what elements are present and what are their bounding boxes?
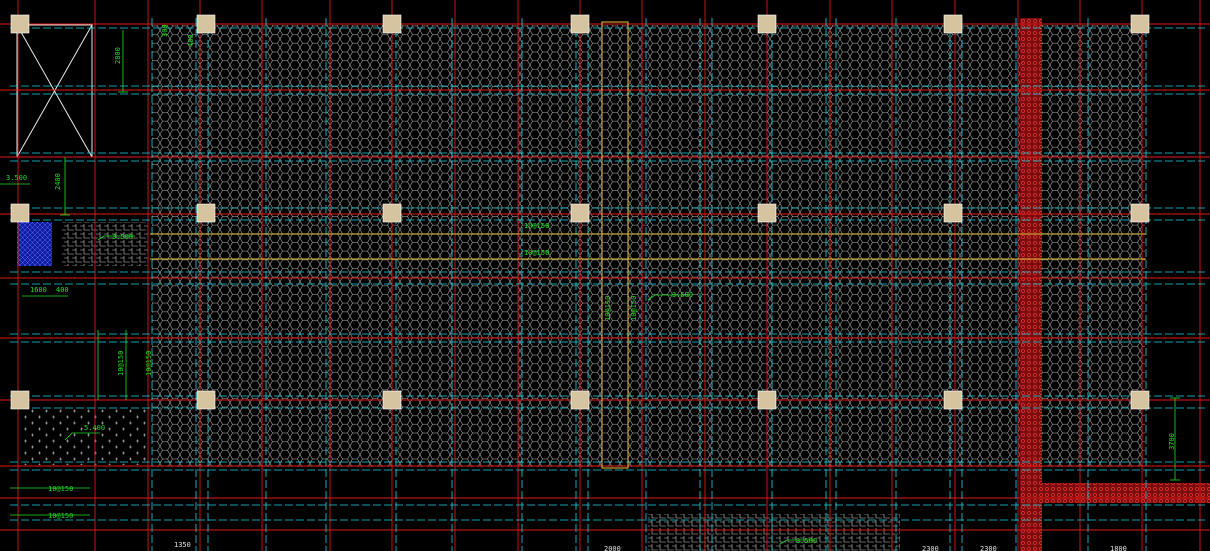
- label-elev-center: 3.500: [672, 291, 693, 299]
- label-dim-3700: 3700: [1168, 433, 1176, 450]
- label-rebar-center-1: 10@150: [524, 222, 549, 230]
- label-rebar-center-v2: 10@150: [630, 296, 638, 321]
- structural-column: [943, 390, 963, 410]
- label-rebar-center-v1: 10@150: [604, 296, 612, 321]
- label-dim-2300a: 2300: [922, 545, 939, 551]
- label-rebar-h1: 10@150: [48, 485, 73, 493]
- label-rebar-vert-2: 10@150: [145, 351, 153, 376]
- structural-column: [570, 390, 590, 410]
- brick-wall-horizontal: [1042, 483, 1210, 503]
- structural-column: [196, 390, 216, 410]
- label-dim-2400: 2400: [54, 173, 62, 190]
- label-elev-lower-left: 5.400: [84, 424, 105, 432]
- label-rebar-h2: 10@150: [48, 512, 73, 520]
- label-rebar-center-2: 10@150: [524, 249, 549, 257]
- structural-column: [382, 390, 402, 410]
- structural-column: [757, 390, 777, 410]
- annotation-labels: 2800 400 300 2400 3.500 3.500 1600 400 1…: [6, 24, 1176, 545]
- dimension-lines: [0, 30, 1180, 545]
- label-dim-2800: 2800: [114, 47, 122, 64]
- elevator-shaft: [16, 24, 93, 158]
- structural-column: [943, 203, 963, 223]
- structural-column: [570, 14, 590, 34]
- structural-column: [570, 203, 590, 223]
- structural-column: [1130, 14, 1150, 34]
- label-dim-400-top: 400: [187, 34, 195, 47]
- label-dim-300-top: 300: [161, 24, 169, 37]
- structural-column: [1130, 390, 1150, 410]
- label-dim-1600: 1600: [30, 286, 47, 294]
- main-slab-hatch: [152, 25, 1145, 467]
- label-dim-2000: 2000: [604, 545, 621, 551]
- structural-column: [382, 203, 402, 223]
- rebar-bands: [150, 21, 1146, 469]
- left-blue-panel: [17, 222, 52, 266]
- label-elev-bottom: 3.500: [796, 537, 817, 545]
- left-weave-panel: [62, 222, 148, 266]
- label-elev-left: 3.500: [6, 174, 27, 182]
- bottom-dimension-labels: 1350 2000 2300 2300 1800: [174, 541, 1127, 551]
- bottom-weave-panel: [648, 514, 900, 551]
- brick-wall-vertical: [1020, 18, 1042, 551]
- label-dim-1800: 1800: [1110, 545, 1127, 551]
- label-dim-1350: 1350: [174, 541, 191, 549]
- structural-column: [382, 14, 402, 34]
- label-rebar-vert-1: 10@150: [117, 351, 125, 376]
- structural-column: [10, 390, 30, 410]
- left-cross-panel: [22, 407, 150, 465]
- structural-column: [196, 203, 216, 223]
- label-dim-2300b: 2300: [980, 545, 997, 551]
- structural-column: [1130, 203, 1150, 223]
- label-elev-mid-left: 3.500: [112, 233, 133, 241]
- structural-column: [10, 14, 30, 34]
- structural-column: [10, 203, 30, 223]
- label-dim-400: 400: [56, 286, 69, 294]
- structural-column: [196, 14, 216, 34]
- columns: [10, 14, 1150, 410]
- structural-column: [757, 14, 777, 34]
- structural-column: [757, 203, 777, 223]
- structural-column: [943, 14, 963, 34]
